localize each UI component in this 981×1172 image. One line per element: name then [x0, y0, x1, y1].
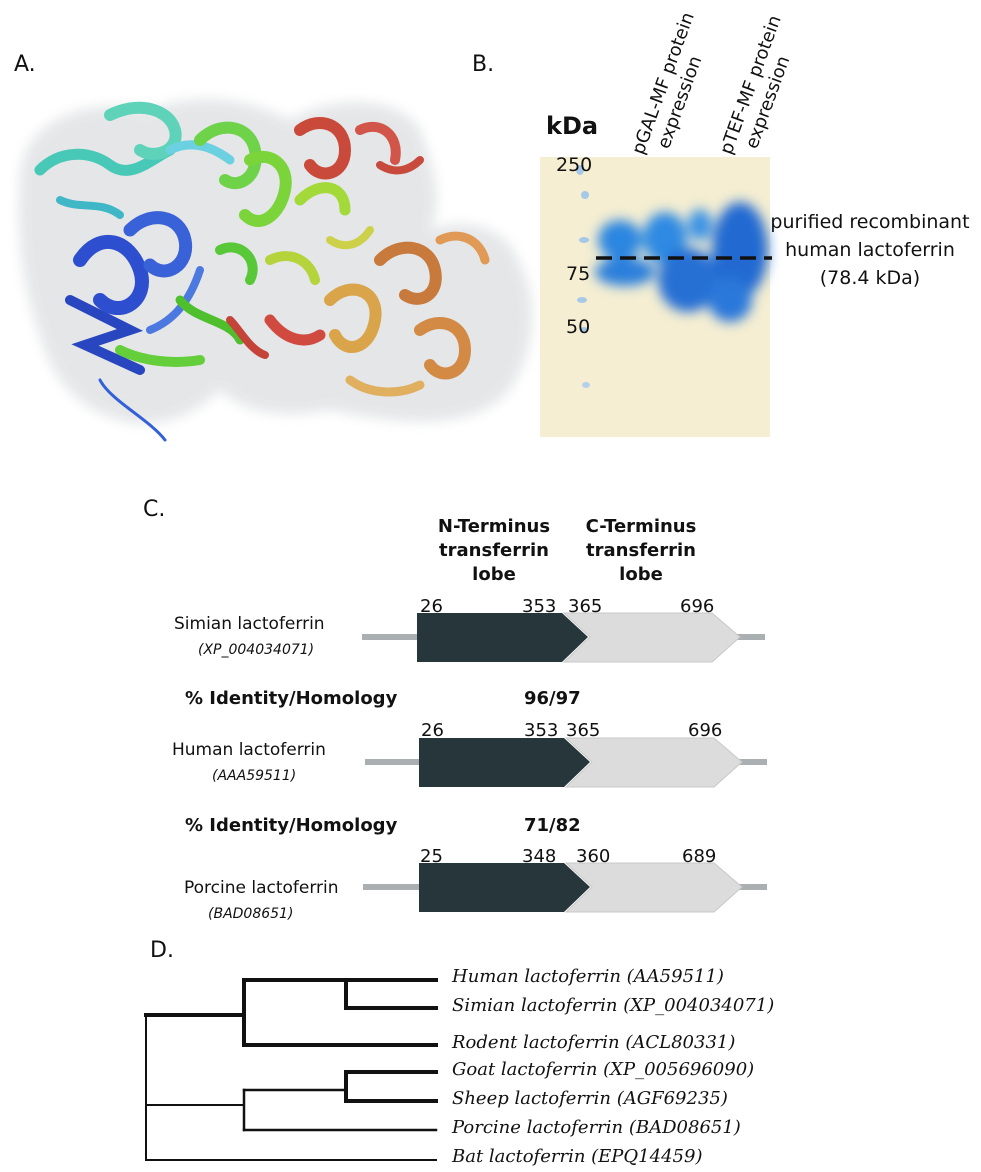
- position-simian-1: 26: [420, 596, 443, 617]
- position-porcine-4: 689: [682, 846, 717, 867]
- lane-1-label: pGAL-MF protein expression: [628, 9, 707, 158]
- taxon-rodent: Rodent lactoferrin (ACL80331): [452, 1032, 736, 1053]
- protein-name-porcine: Porcine lactoferrin: [184, 878, 339, 898]
- identity-label-2: % Identity/Homology: [185, 815, 398, 836]
- lane-2-label: pTEF-MF protein expression: [716, 12, 795, 158]
- identity-value-1: 96/97: [524, 688, 581, 709]
- panel-a-label: A.: [14, 52, 36, 77]
- accession-human: (AAA59511): [212, 768, 297, 784]
- taxon-porcine: Porcine lactoferrin (BAD08651): [452, 1117, 741, 1138]
- position-human-1: 26: [421, 720, 444, 741]
- marker-75: 75: [566, 263, 591, 285]
- panel-c-label: C.: [143, 497, 166, 522]
- taxon-goat: Goat lactoferrin (XP_005696090): [452, 1059, 755, 1080]
- position-simian-3: 365: [568, 596, 603, 617]
- position-porcine-1: 25: [420, 846, 443, 867]
- accession-simian: (XP_004034071): [198, 642, 315, 658]
- lactoferrin-annotation: purified recombinant human lactoferrin (…: [770, 211, 970, 289]
- position-human-4: 696: [688, 720, 723, 741]
- taxon-sheep: Sheep lactoferrin (AGF69235): [452, 1088, 728, 1109]
- domain-bars: [362, 612, 767, 913]
- taxon-bat: Bat lactoferrin (EPQ14459): [452, 1146, 703, 1167]
- marker-50: 50: [566, 316, 591, 338]
- taxon-simian: Simian lactoferrin (XP_004034071): [452, 995, 775, 1016]
- position-simian-4: 696: [680, 596, 715, 617]
- identity-value-2: 71/82: [524, 815, 581, 836]
- position-simian-2: 353: [522, 596, 557, 617]
- identity-label-1: % Identity/Homology: [185, 688, 398, 709]
- position-porcine-2: 348: [522, 846, 557, 867]
- position-porcine-3: 360: [576, 846, 611, 867]
- panel-b-label: B.: [472, 52, 495, 77]
- protein-name-human: Human lactoferrin: [172, 740, 326, 760]
- position-human-3: 365: [566, 720, 601, 741]
- taxon-human: Human lactoferrin (AA59511): [452, 966, 724, 987]
- accession-porcine: (BAD08651): [208, 906, 294, 922]
- n-lobe-header: N-Terminus transferrin lobe: [437, 516, 551, 585]
- position-human-2: 353: [524, 720, 559, 741]
- protein-name-simian: Simian lactoferrin: [174, 614, 325, 634]
- marker-250: 250: [556, 154, 593, 176]
- panel-d-label: D.: [150, 938, 174, 963]
- kda-axis-title: kDa: [546, 112, 599, 140]
- c-lobe-header: C-Terminus transferrin lobe: [585, 516, 697, 585]
